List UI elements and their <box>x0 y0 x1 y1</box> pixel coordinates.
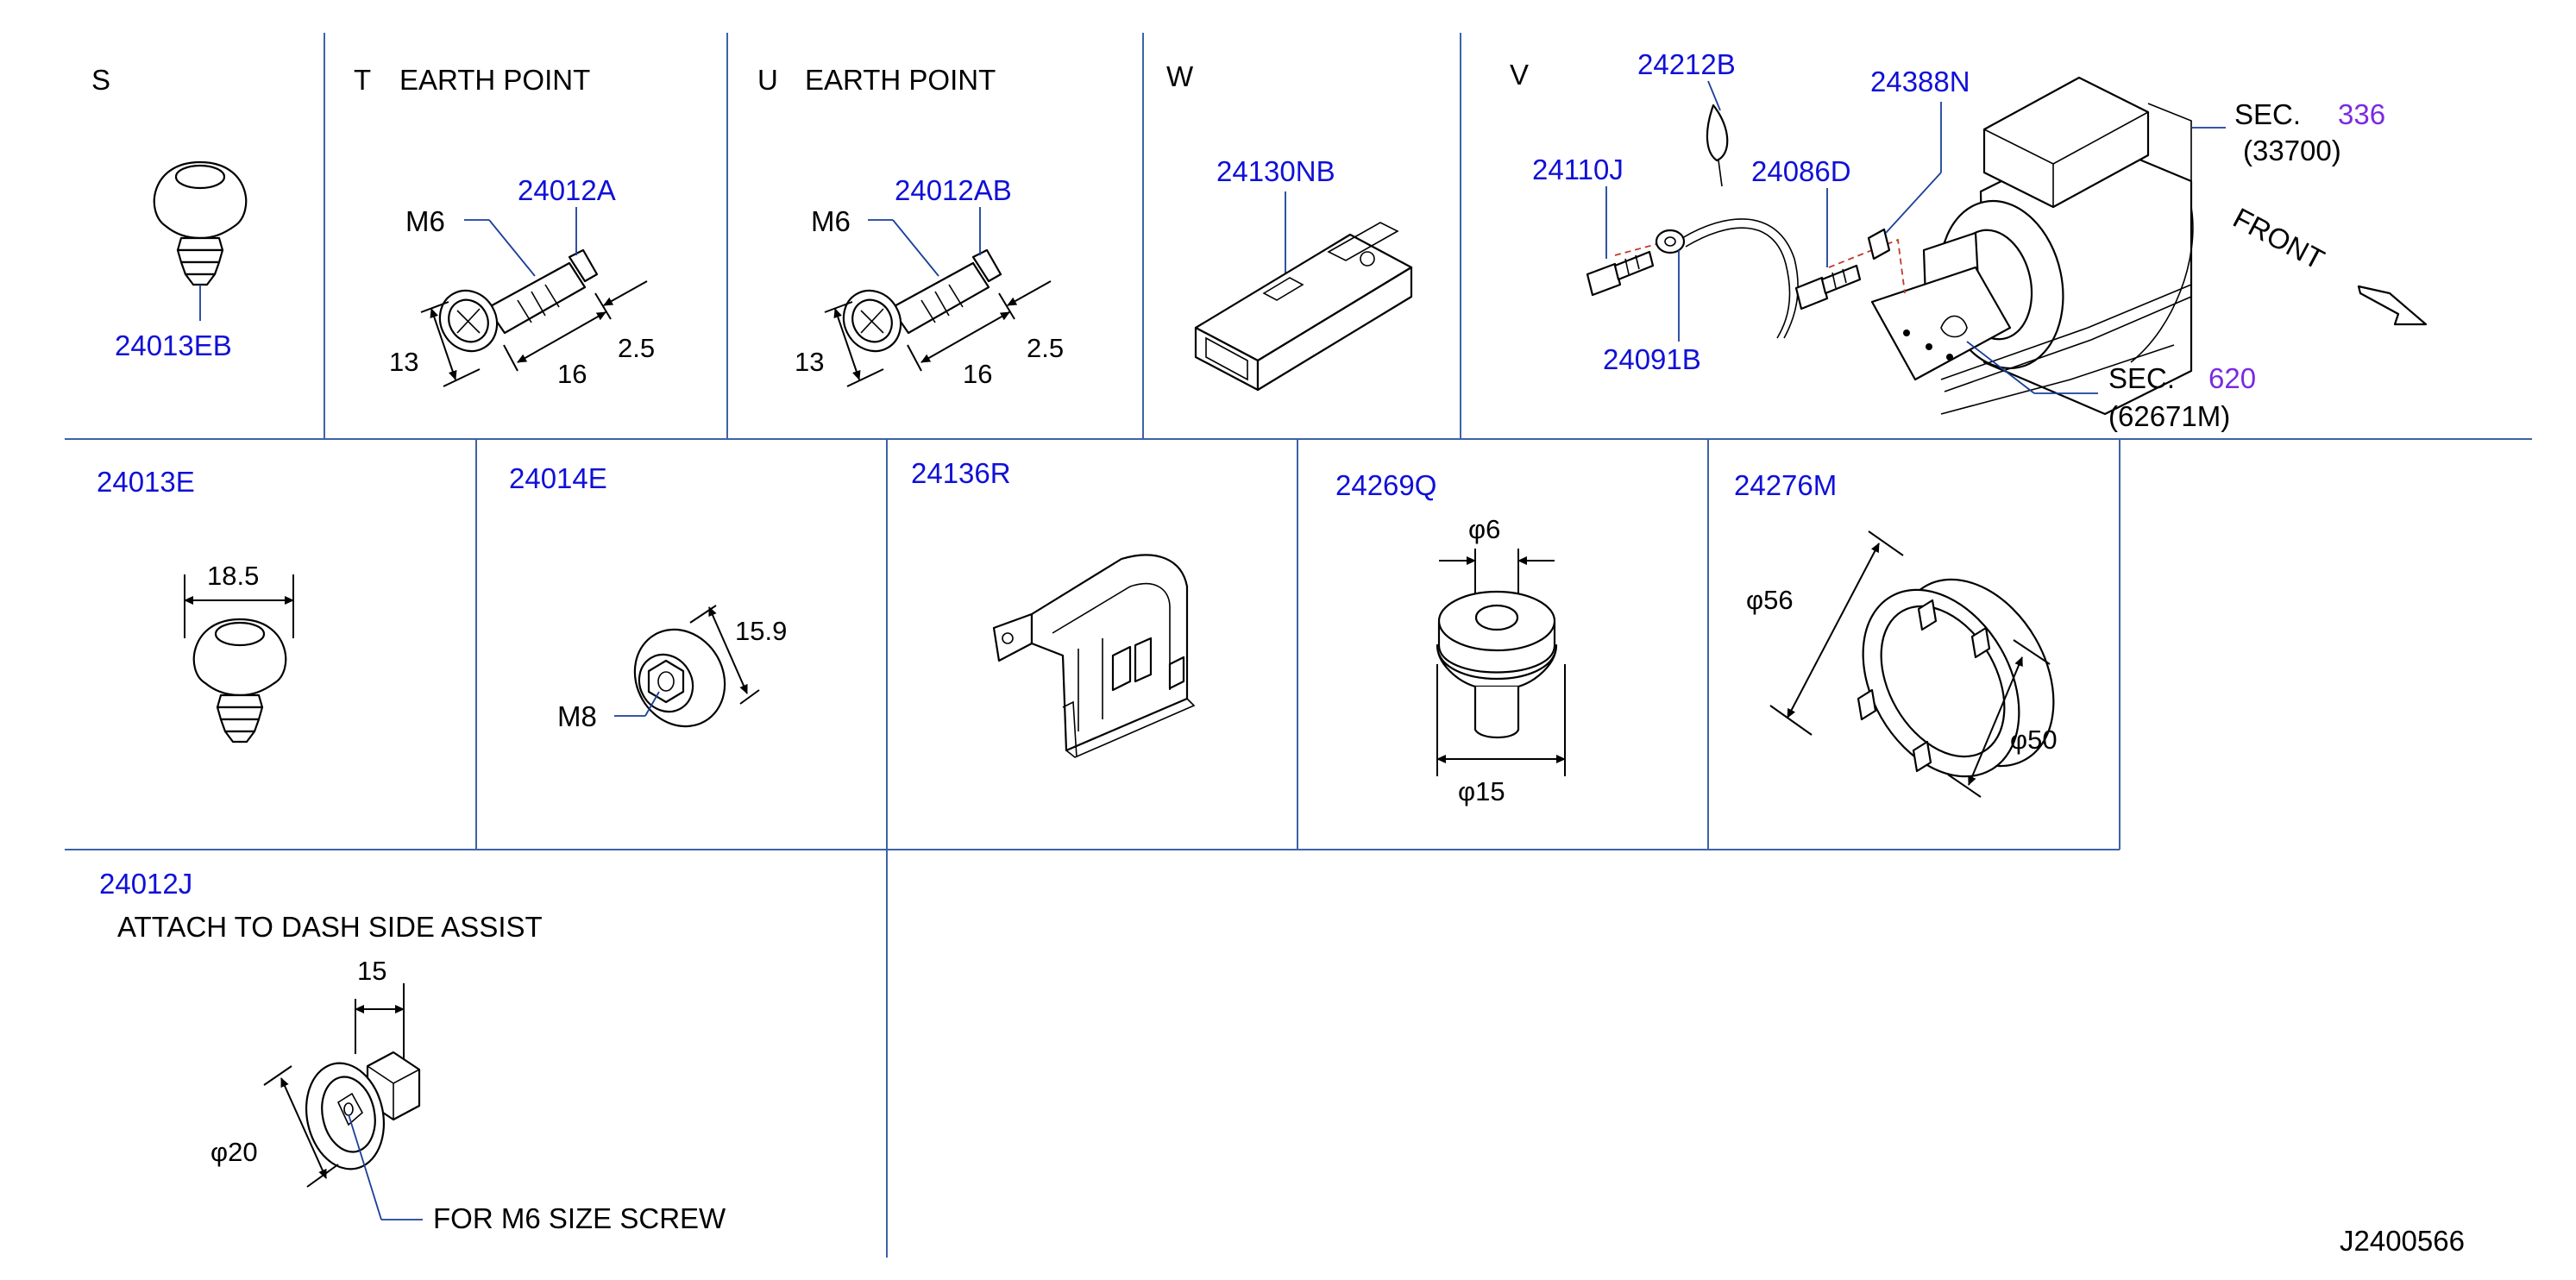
engine-block-drawing <box>1870 76 2194 416</box>
panel-24269q: 24269Q φ6 φ15 <box>1335 469 1566 806</box>
part-number-24269q[interactable]: 24269Q <box>1335 469 1436 501</box>
dim-24012j-diameter: φ20 <box>210 1137 258 1167</box>
part-number-24012j[interactable]: 24012J <box>99 868 192 900</box>
sec-336-number[interactable]: 336 <box>2338 98 2385 130</box>
panel-24012j-title: ATTACH TO DASH SIDE ASSIST <box>117 911 543 943</box>
dim-t-13: 13 <box>389 347 418 377</box>
panel-u: U EARTH POINT 24012AB M6 13 16 2.5 <box>757 64 1064 389</box>
front-label: FRONT <box>2228 202 2330 276</box>
panel-s-letter: S <box>91 64 110 96</box>
sec-620-ref: (62671M) <box>2108 400 2230 432</box>
panel-s: S 24013EB <box>91 64 248 361</box>
bolt-24012ab-drawing <box>842 248 1002 353</box>
part-number-24012ab[interactable]: 24012AB <box>895 174 1012 206</box>
ring-24276m-drawing <box>1857 578 2055 778</box>
grommet-24269q-drawing <box>1436 590 1558 738</box>
dim-24276m-inner: φ50 <box>2010 725 2058 755</box>
panel-u-thread: M6 <box>811 205 851 237</box>
thread-m8: M8 <box>557 700 597 732</box>
part-number-24013eb[interactable]: 24013EB <box>115 329 232 361</box>
bolt-24012a-drawing <box>438 248 599 353</box>
dim-24269q-top: φ6 <box>1468 514 1500 544</box>
dim-24012j-length: 15 <box>357 956 386 986</box>
panel-24014e: 24014E 15.9 M8 <box>509 462 787 732</box>
dim-t-16: 16 <box>557 359 587 389</box>
dim-u-16: 16 <box>963 359 992 389</box>
panel-24276m: 24276M φ56 φ50 <box>1734 469 2058 798</box>
clip-24012j-drawing <box>305 1051 421 1170</box>
panel-u-title: EARTH POINT <box>805 64 996 96</box>
panel-24012j-note: FOR M6 SIZE SCREW <box>433 1202 726 1234</box>
part-number-24388n[interactable]: 24388N <box>1870 66 1970 97</box>
panel-w: W 24130NB <box>1166 60 1413 392</box>
front-arrow-icon <box>2357 285 2428 326</box>
part-number-24130nb[interactable]: 24130NB <box>1216 155 1335 187</box>
bolt-24086d-drawing <box>1794 264 1862 311</box>
clip-24388n-drawing <box>1867 228 1891 260</box>
panel-t: T EARTH POINT 24012A M6 13 16 2.5 <box>354 64 655 389</box>
panel-t-title: EARTH POINT <box>399 64 590 96</box>
part-number-24136r[interactable]: 24136R <box>911 457 1011 489</box>
dim-u-13: 13 <box>795 347 824 377</box>
dim-24276m-outer: φ56 <box>1746 585 1794 615</box>
part-number-24086d[interactable]: 24086D <box>1751 155 1851 187</box>
sec-336-ref: (33700) <box>2243 135 2341 166</box>
panel-24136r: 24136R <box>911 457 1196 758</box>
ground-wire-drawing <box>1655 104 1799 339</box>
part-number-24212b[interactable]: 24212B <box>1637 48 1736 80</box>
part-number-24012a[interactable]: 24012A <box>518 174 616 206</box>
part-number-24013e[interactable]: 24013E <box>97 466 195 498</box>
dim-u-2-5: 2.5 <box>1027 333 1064 363</box>
sec-620-prefix: SEC. <box>2108 362 2175 394</box>
panel-w-letter: W <box>1166 60 1194 92</box>
panel-v-letter: V <box>1510 59 1529 91</box>
panel-t-letter: T <box>354 64 371 96</box>
panel-24012j: 24012J ATTACH TO DASH SIDE ASSIST 15 φ20… <box>99 868 726 1234</box>
dim-24269q-bottom: φ15 <box>1458 776 1505 806</box>
part-number-24091b[interactable]: 24091B <box>1603 343 1701 375</box>
panel-v: V 24212B 24388N 24110J 24086D 24091B <box>1510 48 2428 432</box>
grid-lines <box>65 33 2532 1258</box>
part-number-24110j[interactable]: 24110J <box>1532 154 1624 185</box>
bracket-24136r-drawing <box>992 554 1196 758</box>
clip-24013e-drawing <box>192 618 287 744</box>
sec-620-number[interactable]: 620 <box>2208 362 2256 394</box>
dim-24013e: 18.5 <box>207 561 259 591</box>
diagram-id: J2400566 <box>2340 1225 2465 1257</box>
clip-24013eb-drawing <box>153 160 248 286</box>
part-number-24276m[interactable]: 24276M <box>1734 469 1837 501</box>
bolt-24110j-drawing <box>1586 250 1655 297</box>
part-number-24014e[interactable]: 24014E <box>509 462 607 494</box>
connector-24130nb-drawing <box>1194 222 1413 392</box>
panel-u-letter: U <box>757 64 778 96</box>
panel-t-thread: M6 <box>405 205 445 237</box>
nut-24014e-drawing <box>633 628 726 728</box>
dim-t-2-5: 2.5 <box>618 333 655 363</box>
panel-24013e: 24013E 18.5 <box>97 466 294 744</box>
sec-336-prefix: SEC. <box>2234 98 2301 130</box>
dim-24014e: 15.9 <box>735 616 787 646</box>
